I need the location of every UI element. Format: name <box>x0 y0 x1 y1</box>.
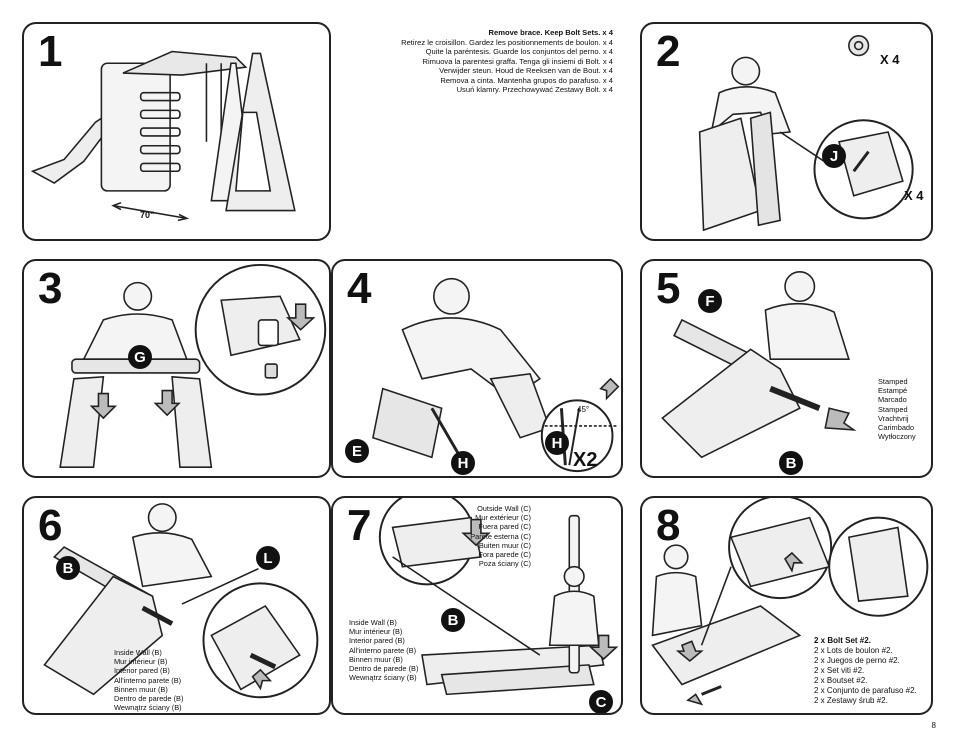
inside-wall-line: Interior pared (B) <box>349 636 405 646</box>
wall-assembly-illustration <box>378 498 619 696</box>
stamped-line: Carimbado <box>878 423 915 433</box>
outside-wall-line: Outside Wall (C) <box>477 504 531 513</box>
inside-wall-line: Inside Wall (B) <box>349 618 397 627</box>
part-label-j: J <box>822 144 846 168</box>
bolt-set-line: 2 x Set viti #2. <box>814 666 865 675</box>
part-label-c: C <box>589 690 613 713</box>
swing-beam-illustration <box>59 263 327 468</box>
inside-wall-line: Dentro de parede (B) <box>349 664 419 674</box>
inside-wall-line: All'interno parete (B) <box>349 645 417 655</box>
stamped-line: Vrachtvrij <box>878 413 909 423</box>
inside-wall-line: Binnen muur (B) <box>114 684 168 694</box>
step-number: 6 <box>38 501 63 550</box>
outside-wall-line: Mur extérieur (C) <box>475 513 531 523</box>
step-6-panel: 6 B L Inside Wall (B) Mur intérieur (B) … <box>22 496 331 715</box>
step-4-panel: 4 E H H 45° X2 <box>331 259 623 478</box>
inside-wall-label: Inside Wall (B) Mur intérieur (B) Interi… <box>349 618 418 682</box>
step-5-panel: 5 F B Stamped Estampé Marcado Stamped Vr… <box>640 259 933 478</box>
bolt-set-line: 2 x Zestawy śrub #2. <box>814 696 888 705</box>
part-label-b: B <box>56 556 80 580</box>
inside-wall-line: Binnen muur (B) <box>349 654 403 664</box>
inside-wall-line: Mur intérieur (B) <box>349 627 403 637</box>
quantity-label: X2 <box>573 449 598 471</box>
quantity-label: X 4 <box>904 188 924 203</box>
outside-wall-line: Parete esterna (C) <box>470 531 531 541</box>
page-number: 8 <box>931 721 936 730</box>
instruction-heading: Remove brace. Keep Bolt Sets. x 4 <box>488 28 613 37</box>
angle-label: 45° <box>577 405 590 414</box>
inside-wall-line: Wewnątrz ściany (B) <box>114 703 182 713</box>
instruction-line: Retirez le croisillon. Gardez les positi… <box>401 37 613 47</box>
step-2-panel: 2 X 4 X 4 J <box>640 22 933 241</box>
inside-wall-line: Mur intérieur (B) <box>114 657 168 667</box>
inside-wall-line: Dentro de parede (B) <box>114 694 184 704</box>
step-8-panel: 8 2 x Bolt Set #2. 2 x Lots de boulon #2… <box>640 496 933 715</box>
instruction-line: Remova a cinta. Mantenha grupos do paraf… <box>440 75 613 85</box>
step-1-instructions: Remove brace. Keep Bolt Sets. x 4 Retire… <box>345 28 613 95</box>
bolt-set-heading: 2 x Bolt Set #2. <box>814 636 871 645</box>
step-number: 3 <box>38 264 63 313</box>
outside-wall-line: Poza ściany (C) <box>478 559 531 569</box>
step-number: 8 <box>656 501 681 550</box>
stamped-line: Estampé <box>878 386 908 396</box>
outside-wall-line: Fuera pared (C) <box>478 522 531 532</box>
outside-wall-line: Buiten muur (C) <box>478 540 531 550</box>
assembly-illustration <box>372 277 620 473</box>
inside-wall-line: Inside Wall (B) <box>114 648 162 657</box>
swing-set-illustration <box>30 50 296 222</box>
bolt-set-label: 2 x Bolt Set #2. 2 x Lots de boulon #2. … <box>814 636 917 706</box>
part-label-h: H <box>545 431 569 455</box>
outside-wall-line: Fora parede (C) <box>478 550 531 560</box>
step-3-panel: 3 G <box>22 259 331 478</box>
stamped-line: Wytłoczony <box>878 432 916 442</box>
instruction-line: Rimuova la parentesi graffa. Tenga gli i… <box>422 56 613 66</box>
step-number: 1 <box>38 27 63 76</box>
inside-wall-illustration <box>43 503 319 699</box>
step-7-panel: 7 Outside Wall (C) Mur extérieur (C) Fue… <box>331 496 623 715</box>
inside-wall-label: Inside Wall (B) Mur intérieur (B) Interi… <box>114 648 183 712</box>
part-label-h: H <box>451 451 475 475</box>
stamped-label: Stamped Estampé Marcado Stamped Vrachtvr… <box>878 377 916 441</box>
part-label-l: L <box>256 546 280 570</box>
brace-removal-illustration <box>698 34 914 232</box>
bolt-set-line: 2 x Juegos de perno #2. <box>814 656 900 665</box>
stamped-line: Stamped <box>878 404 908 414</box>
instruction-line: Verwijder steun. Houd de Reeksen van de … <box>439 66 613 75</box>
step-number: 4 <box>347 264 372 313</box>
part-label-b: B <box>441 608 465 632</box>
stamped-line: Marcado <box>878 395 907 405</box>
bolt-set-line: 2 x Conjunto de parafuso #2. <box>814 686 917 695</box>
stamped-line: Stamped <box>878 377 908 386</box>
dimension-label: 70" <box>140 210 155 220</box>
step-number: 5 <box>656 264 681 313</box>
inside-wall-line: Interior pared (B) <box>114 666 170 676</box>
step-1-panel: 1 70" <box>22 22 331 241</box>
part-label-f: F <box>698 289 722 313</box>
part-label-g: G <box>128 345 152 369</box>
inside-wall-line: All'interno parete (B) <box>114 675 182 685</box>
bolt-set-illustration <box>651 498 929 706</box>
part-label-b: B <box>779 451 803 475</box>
bolt-insertion-illustration <box>661 271 857 459</box>
step-number: 2 <box>656 27 681 76</box>
quantity-label: X 4 <box>880 52 900 67</box>
part-label-e: E <box>345 439 369 463</box>
step-number: 7 <box>347 501 372 550</box>
inside-wall-line: Wewnątrz ściany (B) <box>349 673 417 683</box>
bolt-set-line: 2 x Boutset #2. <box>814 676 868 685</box>
outside-wall-label: Outside Wall (C) Mur extérieur (C) Fuera… <box>470 504 531 568</box>
instruction-line: Quite la paréntesis. Guarde los conjunto… <box>425 47 613 56</box>
bolt-set-line: 2 x Lots de boulon #2. <box>814 646 893 655</box>
instruction-line: Usuń klamry. Przechowywać Zestawy Bolt. … <box>456 85 613 94</box>
